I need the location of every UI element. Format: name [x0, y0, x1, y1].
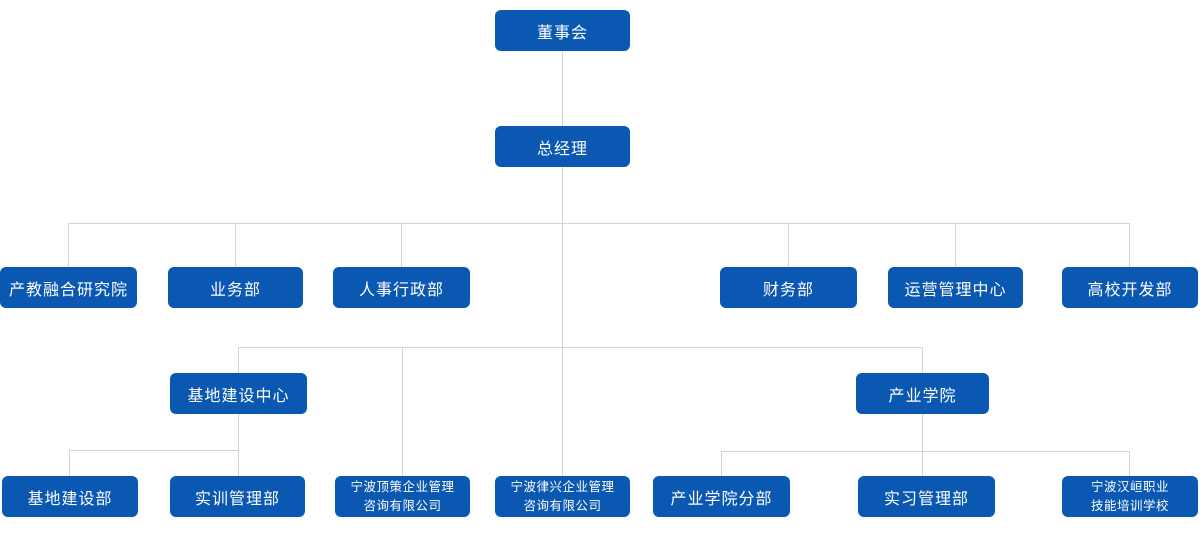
connector-line	[788, 223, 789, 267]
connector-line	[238, 450, 239, 476]
connector-line	[401, 223, 402, 267]
org-node-business-dept: 业务部	[168, 267, 303, 308]
org-node-industry-college-branch: 产业学院分部	[653, 476, 790, 517]
connector-line	[922, 414, 923, 476]
connector-line	[1129, 223, 1130, 267]
org-node-finance-dept: 财务部	[720, 267, 857, 308]
connector-line	[69, 450, 238, 451]
connector-line	[721, 451, 722, 476]
connector-line	[922, 347, 923, 373]
org-node-industry-education-research: 产教融合研究院	[0, 267, 137, 308]
org-node-board: 董事会	[495, 10, 630, 51]
org-node-ningbo-lvxing-company: 宁波律兴企业管理 咨询有限公司	[495, 476, 630, 517]
org-node-ningbo-hanhuan-school: 宁波汉峘职业 技能培训学校	[1062, 476, 1198, 517]
org-node-base-construction-center: 基地建设中心	[170, 373, 307, 414]
connector-line	[68, 223, 69, 267]
connector-line	[955, 223, 956, 267]
connector-line	[562, 347, 563, 476]
org-node-base-construction-dept: 基地建设部	[2, 476, 138, 517]
org-node-ningbo-dingce-company: 宁波顶策企业管理 咨询有限公司	[335, 476, 470, 517]
org-node-general-manager: 总经理	[495, 126, 630, 167]
org-node-university-dev-dept: 高校开发部	[1062, 267, 1198, 308]
connector-line	[402, 347, 403, 476]
connector-line	[238, 347, 239, 373]
org-node-industry-college: 产业学院	[856, 373, 989, 414]
connector-line	[721, 451, 1129, 452]
org-node-internship-mgmt-dept: 实习管理部	[858, 476, 995, 517]
connector-line	[562, 51, 563, 126]
org-node-practical-training-dept: 实训管理部	[170, 476, 305, 517]
connector-line	[235, 223, 236, 267]
connector-line	[238, 414, 239, 450]
connector-line	[238, 347, 922, 348]
connector-line	[68, 223, 1130, 224]
connector-line	[1129, 451, 1130, 476]
connector-line	[562, 167, 563, 347]
connector-line	[69, 450, 70, 476]
org-node-hr-admin-dept: 人事行政部	[333, 267, 470, 308]
org-node-operations-mgmt-center: 运营管理中心	[888, 267, 1023, 308]
